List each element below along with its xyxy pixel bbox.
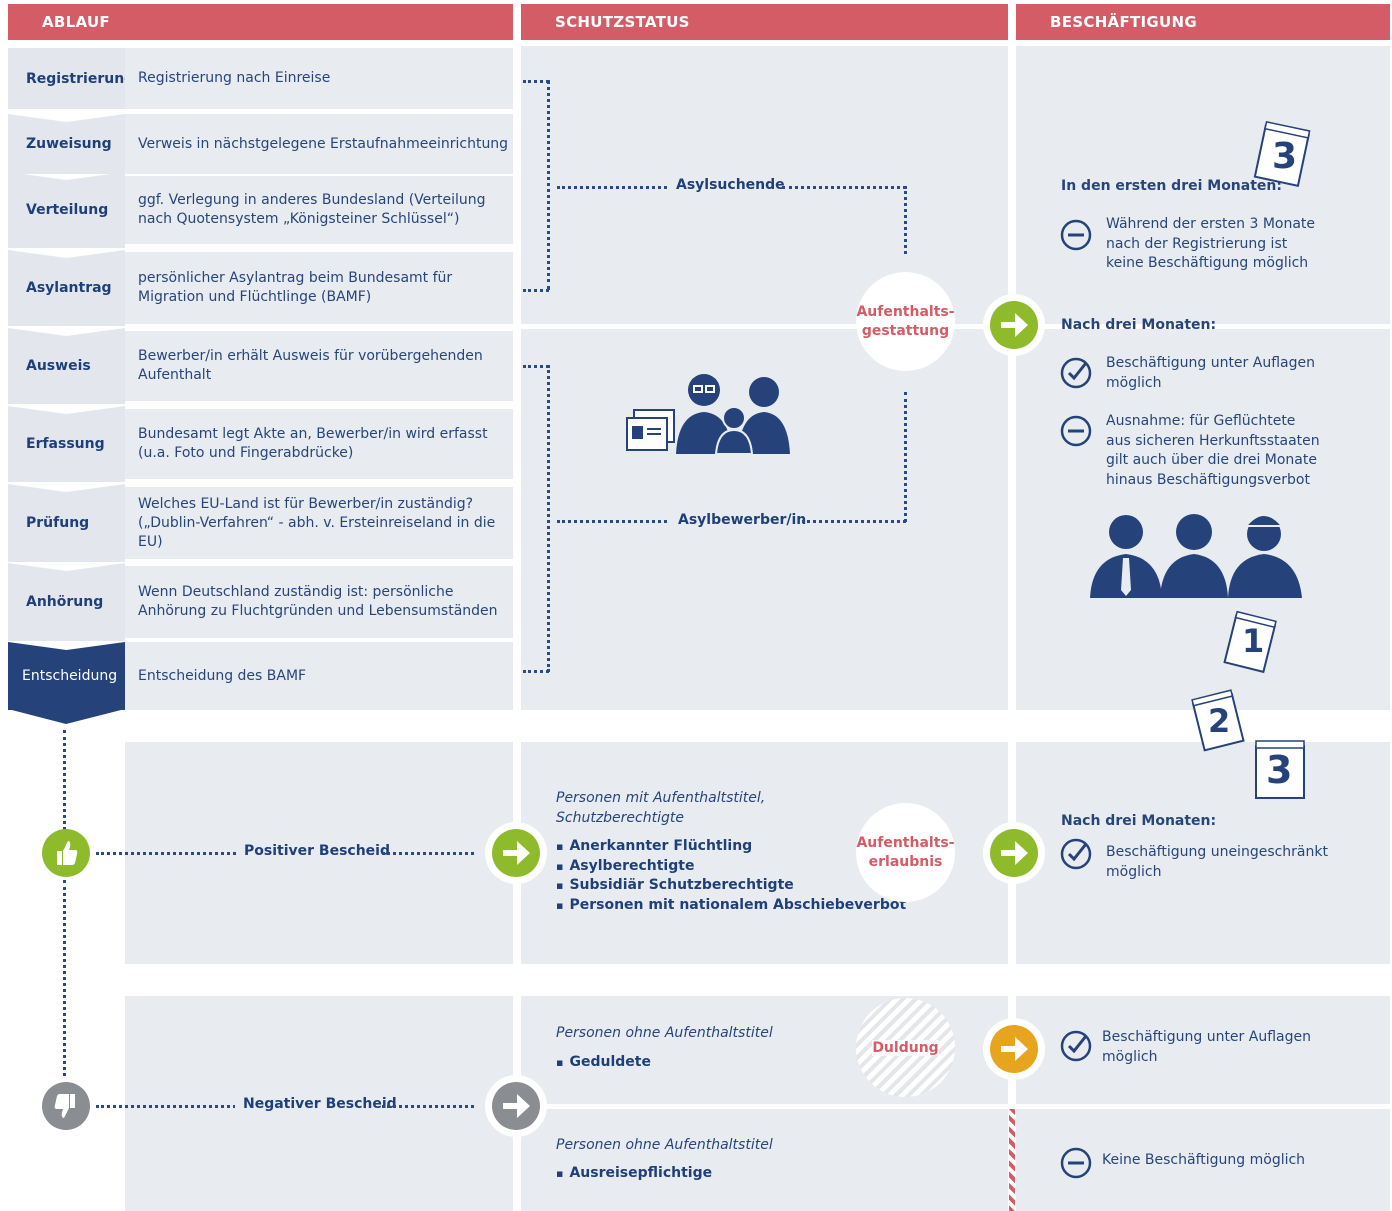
- pos-heading: Nach drei Monaten:: [1061, 813, 1217, 829]
- label-asylbewerber: Asylbewerber/in: [670, 512, 815, 528]
- neg2-text: Keine Beschäftigung möglich: [1102, 1152, 1306, 1168]
- check-icon: [1060, 838, 1092, 870]
- minus-icon: [1060, 1147, 1092, 1179]
- neg1-intro: Personen ohne Aufenthaltstitel: [556, 1025, 773, 1041]
- workers-icon: [1088, 508, 1304, 600]
- neg2-list: Ausreisepflichtige: [556, 1164, 712, 1184]
- barrier-line: [1009, 1109, 1015, 1211]
- pos-list: Anerkannter Flüchtling Asylberechtigte S…: [556, 837, 906, 915]
- check-icon: [1060, 1030, 1092, 1062]
- calendar-3b-icon: 3: [1252, 736, 1310, 802]
- stage-desc-pruefung: Welches EU-Land ist für Bewerber/in zust…: [125, 487, 513, 559]
- separator-line: [521, 324, 1390, 329]
- stage-desc-entscheidung: Entscheidung des BAMF: [125, 642, 513, 710]
- label-negativer-bescheid: Negativer Bescheid: [235, 1096, 405, 1112]
- stage-ausweis: Ausweis: [8, 328, 125, 404]
- after-months-text1: Beschäftigung unter Auflagen möglich: [1106, 355, 1315, 391]
- stage-zuweisung: Zuweisung: [8, 114, 125, 174]
- label-positiver-bescheid: Positiver Bescheid: [236, 843, 398, 859]
- list-item: Anerkannter Flüchtling: [556, 837, 906, 857]
- stage-desc-anhoerung: Wenn Deutschland zuständig ist: persönli…: [125, 566, 513, 638]
- minus-icon: [1060, 219, 1092, 251]
- check-icon: [1060, 357, 1092, 389]
- after-months-heading: Nach drei Monaten:: [1061, 317, 1217, 333]
- header-beschaeftigung: BESCHÄFTIGUNG: [1016, 4, 1390, 40]
- stage-desc-asylantrag: persönlicher Asylantrag beim Bundesamt f…: [125, 252, 513, 324]
- arrow-right-icon-positiv: [485, 822, 547, 884]
- arrow-right-icon-duldung: [983, 1018, 1045, 1080]
- list-item: Geduldete: [556, 1053, 650, 1073]
- erlaubnis-circle: Aufenthalts- erlaubnis: [856, 803, 955, 902]
- calendar-3-icon: 3: [1252, 120, 1314, 190]
- stage-registrierung: Registrierung: [8, 48, 134, 109]
- stage-anhoerung: Anhörung: [8, 563, 125, 641]
- neg1-text: Beschäftigung unter Auflagen möglich: [1102, 1029, 1311, 1065]
- duldung-circle: Duldung: [856, 998, 955, 1097]
- list-item: Personen mit nationalem Abschiebeverbot: [556, 896, 906, 916]
- stage-desc-registrierung: Registrierung nach Einreise: [125, 48, 513, 109]
- stage-desc-erfassung: Bundesamt legt Akte an, Bewerber/in wird…: [125, 409, 513, 479]
- list-item: Subsidiär Schutzberechtigte: [556, 876, 906, 896]
- gestattung-circle: Aufenthalts- gestattung: [856, 272, 955, 371]
- neg2-intro: Personen ohne Aufenthaltstitel: [556, 1137, 773, 1153]
- header-schutzstatus: SCHUTZSTATUS: [521, 4, 1008, 40]
- arrow-right-icon-erlaubnis: [983, 822, 1045, 884]
- arrow-right-icon-negativ: [485, 1075, 547, 1137]
- pos-intro: Personen mit Aufenthaltstitel, Schutzber…: [556, 790, 766, 826]
- header-ablauf: ABLAUF: [8, 4, 513, 40]
- first-months-heading: In den ersten drei Monaten:: [1061, 178, 1282, 194]
- first-months-text: Während der ersten 3 Monate nach der Reg…: [1106, 216, 1316, 271]
- arrow-right-icon-gestattung: [983, 294, 1045, 356]
- neg1-list: Geduldete: [556, 1053, 650, 1073]
- minus-icon: [1060, 415, 1092, 447]
- calendar-1-icon: 1: [1222, 610, 1280, 676]
- stage-asylantrag: Asylantrag: [8, 250, 125, 326]
- label-asylsuchende: Asylsuchende: [668, 177, 793, 193]
- list-item: Asylberechtigte: [556, 857, 906, 877]
- entscheidung-pointer: [8, 709, 125, 724]
- after-months-text2: Ausnahme: für Geflüchtete aus sicheren H…: [1106, 413, 1320, 488]
- calendar-2-icon: 2: [1190, 688, 1248, 754]
- stage-desc-ausweis: Bewerber/in erhält Ausweis für vorüberge…: [125, 331, 513, 401]
- stage-desc-zuweisung: Verweis in nächstgelegene Erstaufnahmeei…: [125, 114, 513, 174]
- thumbs-down-icon: [42, 1082, 90, 1130]
- stage-erfassung: Erfassung: [8, 406, 125, 482]
- pos-text: Beschäftigung uneingeschränkt möglich: [1106, 844, 1328, 880]
- family-with-id-icon: [624, 366, 798, 458]
- stage-entscheidung: Entscheidung: [8, 642, 125, 710]
- neg-separator: [521, 1104, 1390, 1109]
- besch-panel-upper: [1016, 46, 1390, 710]
- thumbs-up-icon: [42, 829, 90, 877]
- stage-desc-verteilung: ggf. Verlegung in anderes Bundesland (Ve…: [125, 176, 513, 244]
- stage-verteilung: Verteilung: [8, 172, 125, 248]
- stage-pruefung: Prüfung: [8, 484, 125, 562]
- list-item: Ausreisepflichtige: [556, 1164, 712, 1184]
